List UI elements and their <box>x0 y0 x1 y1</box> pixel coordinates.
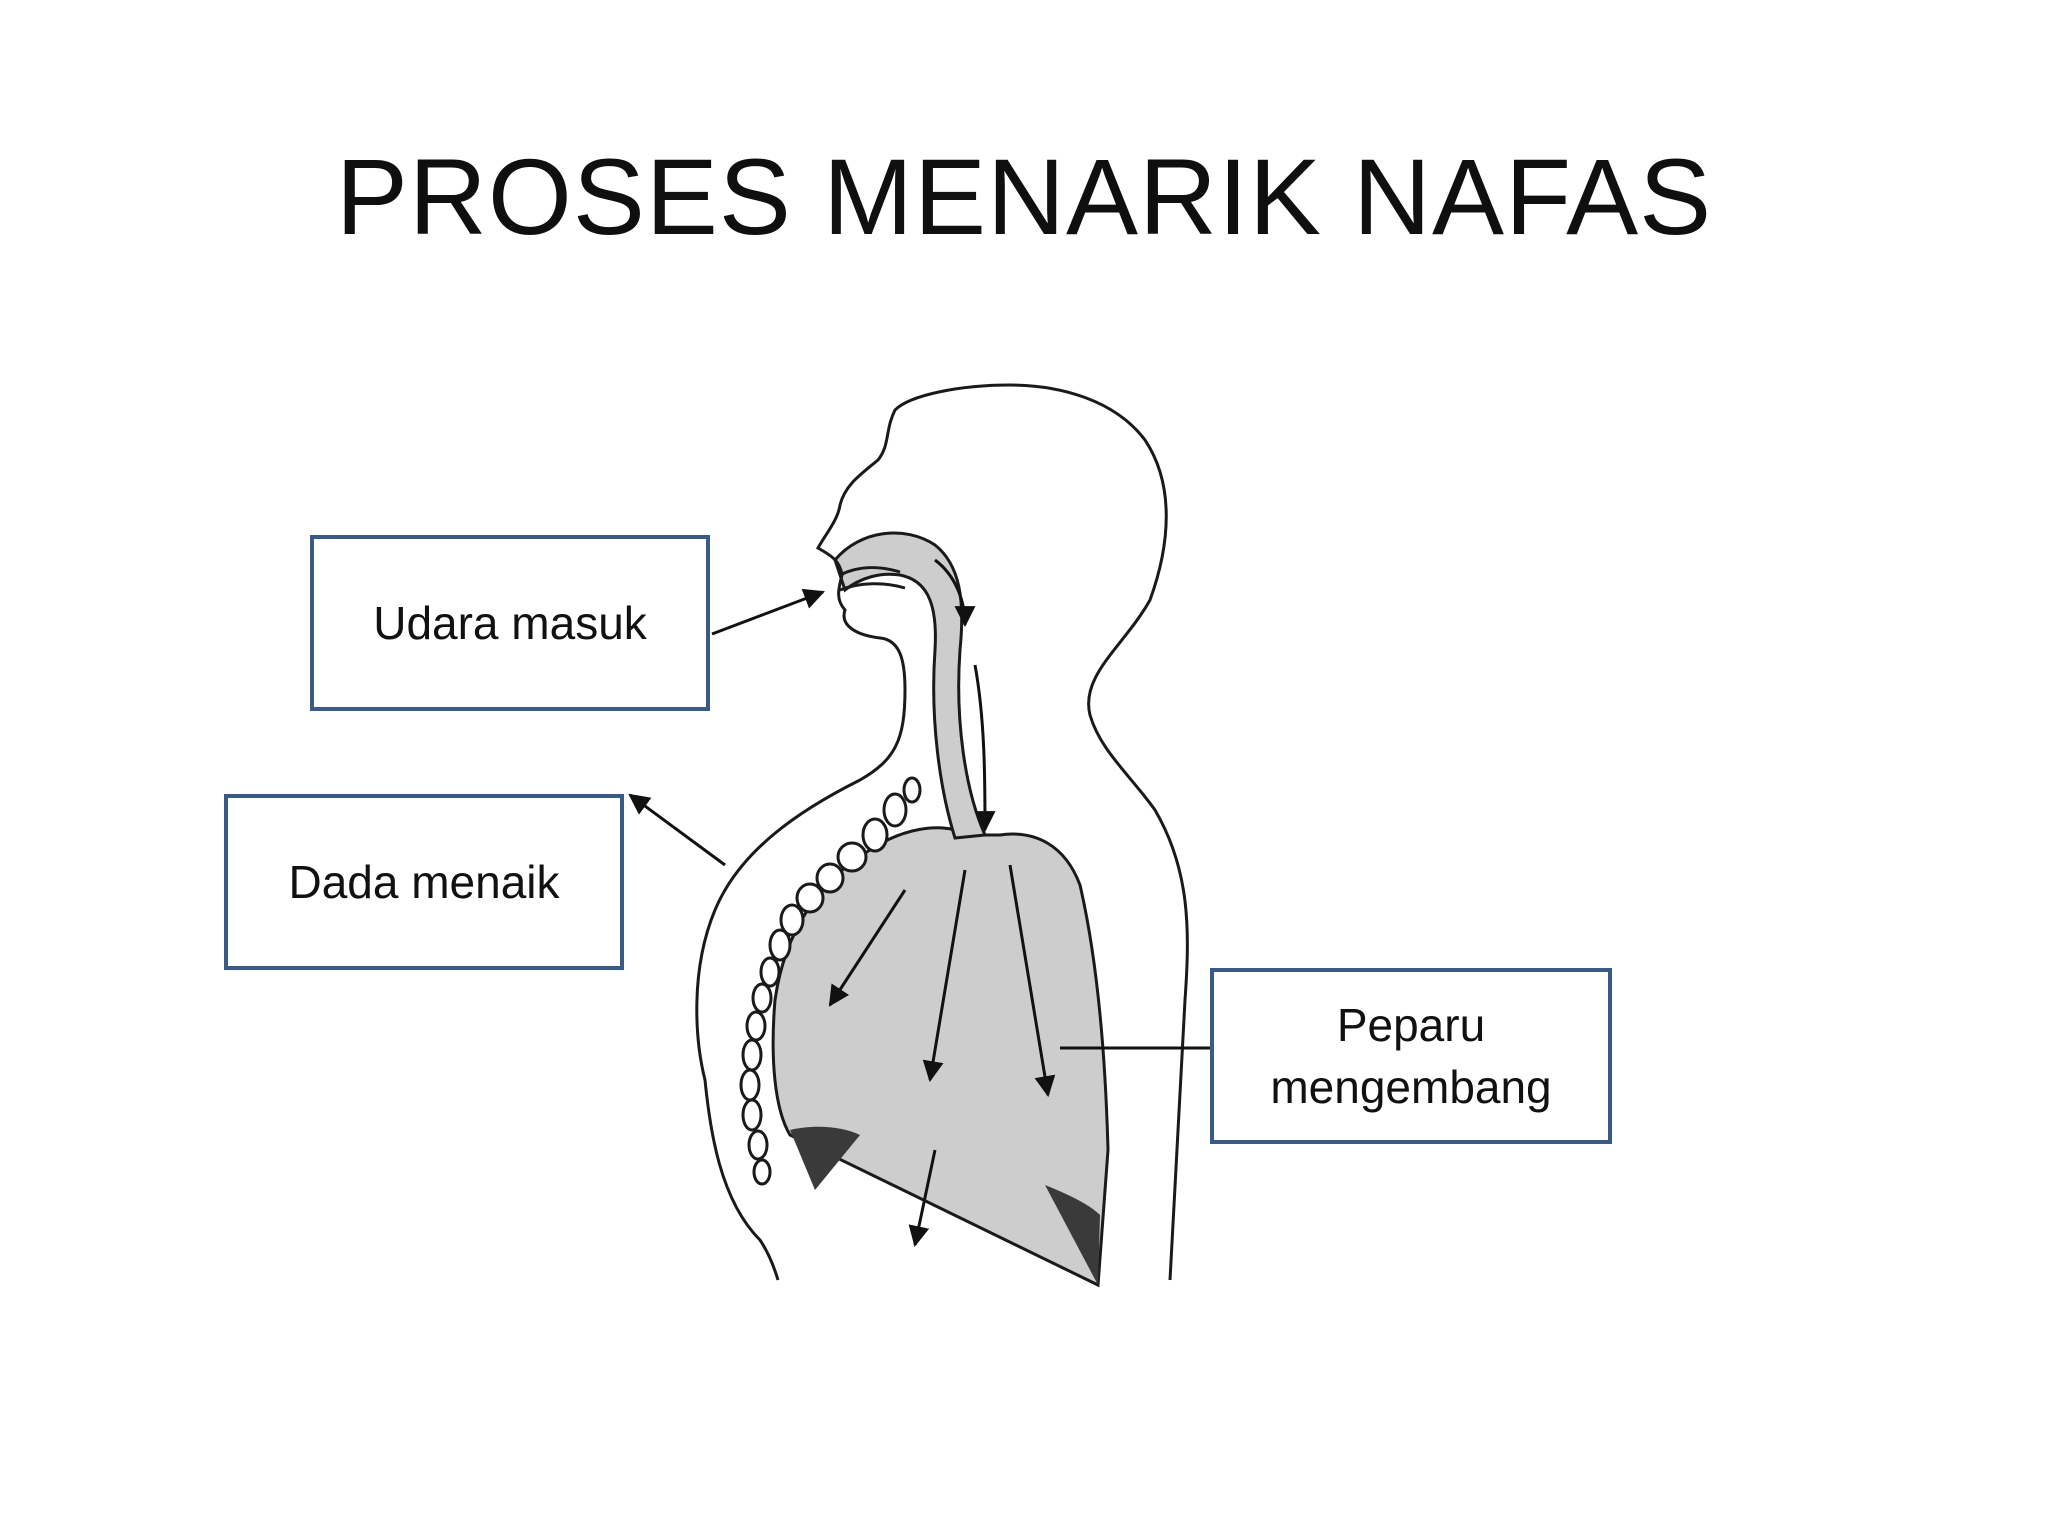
mouth-lines <box>839 566 906 592</box>
diaphragm-right <box>1045 1185 1100 1285</box>
face-outline <box>815 383 1011 691</box>
airway <box>833 531 988 840</box>
label-dada-menaik-text: Dada menaik <box>288 856 560 908</box>
label-connectors <box>628 588 1212 1050</box>
label-peparu-mengembang: Peparu mengembang <box>1210 968 1612 1144</box>
diaphragm-left <box>790 1126 860 1190</box>
label-udara-masuk: Udara masuk <box>310 535 710 711</box>
label-udara-masuk-text: Udara masuk <box>373 597 647 649</box>
udara-arrow <box>711 588 825 636</box>
label-dada-menaik: Dada menaik <box>224 794 624 970</box>
dada-arrow <box>628 793 726 867</box>
body-outline <box>1009 383 1189 1281</box>
sternum-chain <box>739 776 922 1186</box>
airflow-arrows <box>828 558 1056 1248</box>
label-peparu-mengembang-text: Peparu mengembang <box>1270 999 1552 1113</box>
chest-outline <box>695 689 907 1281</box>
slide-title: PROSES MENARIK NAFAS <box>335 136 1713 257</box>
